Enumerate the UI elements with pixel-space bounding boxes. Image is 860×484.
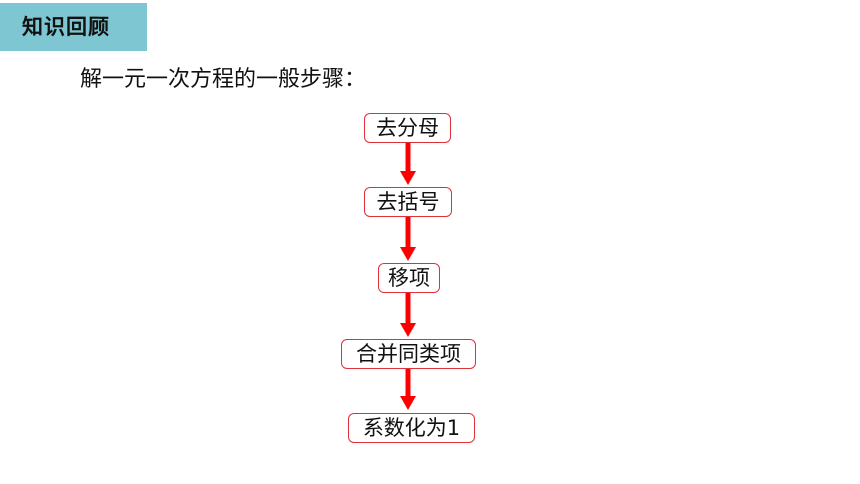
section-tag: 知识回顾 (0, 3, 147, 51)
arrow-down-4 (400, 369, 416, 410)
arrow-down-2 (400, 217, 416, 261)
arrow-down-3 (400, 293, 416, 337)
arrow-down-1 (400, 143, 416, 185)
step-box-2: 去括号 (364, 187, 452, 217)
heading: 解一元一次方程的一般步骤： (80, 67, 367, 92)
step-box-1: 去分母 (364, 113, 451, 143)
step-box-3: 移项 (378, 263, 440, 293)
step-box-5: 系数化为1 (348, 413, 475, 443)
step-box-4: 合并同类项 (341, 339, 476, 369)
